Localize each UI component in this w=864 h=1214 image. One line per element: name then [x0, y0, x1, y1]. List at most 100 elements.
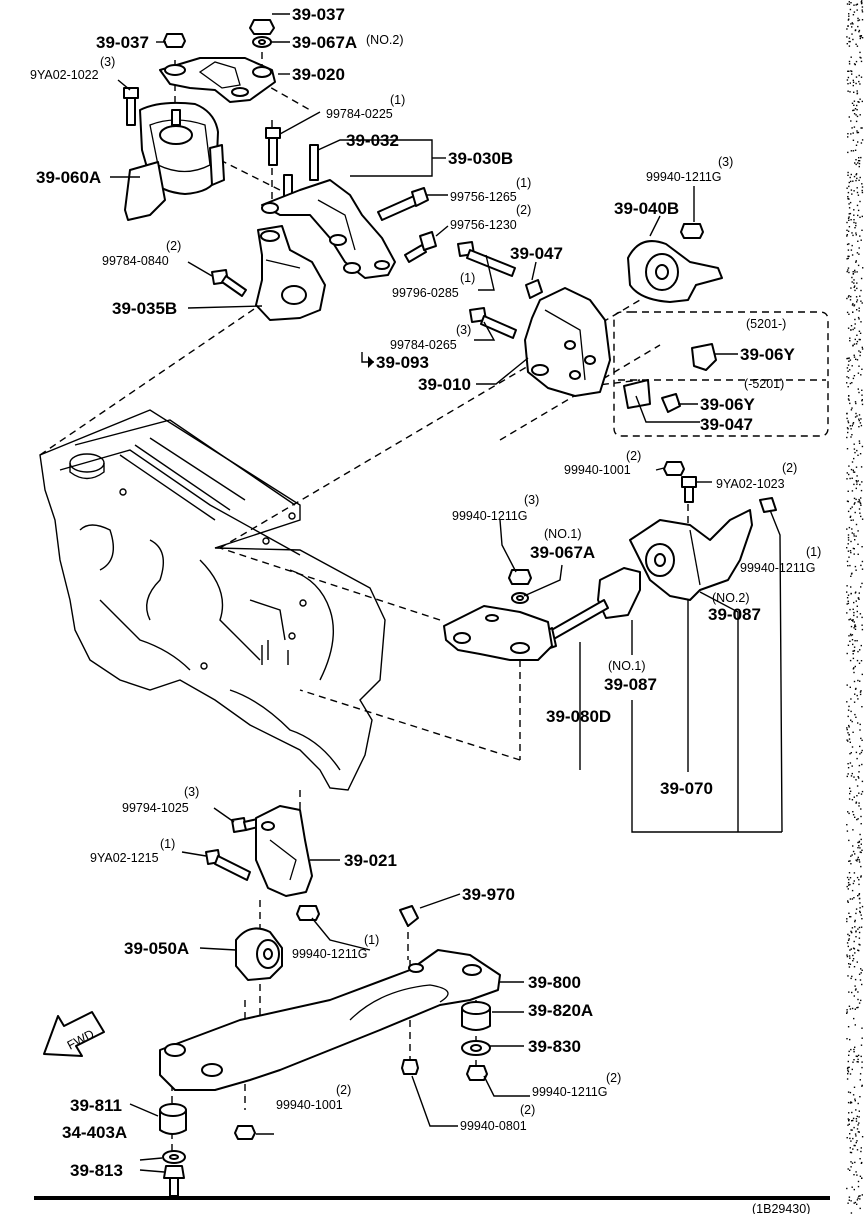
bracket-39-021: [255, 805, 313, 897]
label-99940-1001-b: 99940-1001: [276, 1098, 343, 1112]
engine-block-outline: [39, 409, 386, 791]
label-39-087-b: 39-087: [604, 675, 657, 694]
bolt-99784-0840-icon: [211, 269, 247, 297]
bolt-99756-1265-icon: [377, 187, 429, 221]
qty-99940-1001-b: (2): [336, 1083, 351, 1097]
crossmember-39-800: [159, 949, 501, 1091]
qty-99940-1211G-b: (3): [524, 493, 539, 507]
label-99940-1211G-b: 99940-1211G: [452, 509, 528, 523]
bolt-99940-1211G-c-icon: [759, 497, 777, 513]
bolt-9YA02-1215-icon: [205, 849, 251, 881]
variant-inset-box: [613, 311, 829, 437]
label-39-047-b: 39-047: [700, 415, 753, 434]
qty-99940-1211G-a: (3): [718, 155, 733, 169]
qty-99940-1211G-e: (2): [606, 1071, 621, 1085]
bracket-39-030B: [261, 179, 396, 279]
bolt-9YA02-1022-icon: [123, 87, 139, 126]
label-39-021: 39-021: [344, 851, 397, 870]
bracket-39-020: [159, 57, 276, 103]
bolt-99756-1230-icon: [404, 231, 437, 263]
label-99940-1211G-d: 99940-1211G: [292, 947, 368, 961]
bolt-99784-0265-icon: [469, 307, 517, 339]
label-99756-1230: 99756-1230: [450, 218, 517, 232]
nut-99940-1001-b-icon: [234, 1125, 256, 1140]
washer-39-067A-mid-icon: [511, 592, 529, 604]
label-99940-1211G-e: 99940-1211G: [532, 1085, 608, 1099]
label-39-020: 39-020: [292, 65, 345, 84]
label-39-811: 39-811: [70, 1096, 122, 1115]
label-99796-0285: 99796-0285: [392, 286, 459, 300]
bolt-9YA02-1023-icon: [681, 476, 697, 503]
mount-39-06Y-b-icon: [623, 379, 681, 413]
label-39-970: 39-970: [462, 885, 515, 904]
label-99940-1211G-a: 99940-1211G: [646, 170, 722, 184]
label-39-813: 39-813: [70, 1161, 123, 1180]
label-39-080D: 39-080D: [546, 707, 611, 726]
nut-39-037-left-icon: [163, 33, 186, 48]
label-99940-1211G-c: 99940-1211G: [740, 561, 816, 575]
label-9YA02-1215: 9YA02-1215: [90, 851, 159, 865]
nut-39-037-top-icon: [249, 19, 275, 35]
label-39-030B: 39-030B: [448, 149, 513, 168]
label-39-070: 39-070: [660, 779, 713, 798]
label-5201-before: (-5201): [744, 377, 784, 391]
mount-39-060A: [124, 101, 225, 221]
label-39-050A: 39-050A: [124, 939, 189, 958]
qty-99784-0225: (1): [390, 93, 405, 107]
washer-34-403A-icon: [162, 1150, 186, 1164]
clip-39-047-icon: [525, 279, 543, 299]
label-no1-b: (NO.1): [608, 659, 646, 673]
qty-99940-1211G-d: (1): [364, 933, 379, 947]
label-39-830: 39-830: [528, 1037, 581, 1056]
mount-39-070: [629, 509, 753, 601]
label-39-037-left: 39-037: [96, 33, 149, 52]
nut-99940-1211G-a-icon: [680, 223, 704, 239]
part-labels: 39-037 39-067A (NO.2) 39-037 (3) 9YA02-1…: [30, 5, 821, 1214]
nut-99940-0801-icon: [401, 1059, 419, 1075]
label-99756-1265: 99756-1265: [450, 190, 517, 204]
qty-99794-1025: (3): [184, 785, 199, 799]
label-no2-mid: (NO.2): [712, 591, 750, 605]
mount-39-06Y-a-icon: [691, 343, 717, 371]
bolt-99784-0225-icon: [265, 127, 281, 166]
qty-9YA02-1215: (1): [160, 837, 175, 851]
bracket-lower-mid: [443, 605, 553, 661]
qty-99940-1211G-c: (1): [806, 545, 821, 559]
label-39-093: 39-093: [376, 353, 429, 372]
washer-39-067A-top-icon: [252, 36, 272, 48]
clip-39-970-icon: [399, 905, 419, 927]
qty-99796-0285: (1): [460, 271, 475, 285]
label-39-037-top: 39-037: [292, 5, 345, 24]
label-39-820A: 39-820A: [528, 1001, 593, 1020]
bushing-39-811-icon: [159, 1103, 187, 1135]
bolt-39-813-icon: [163, 1165, 185, 1197]
label-39-032: 39-032: [346, 131, 399, 150]
qty-99784-0840: (2): [166, 239, 181, 253]
bracket-39-035B: [255, 225, 326, 321]
qty-99784-0265: (3): [456, 323, 471, 337]
label-39-087-a: 39-087: [708, 605, 761, 624]
mount-39-040B: [627, 240, 723, 303]
label-99940-0801: 99940-0801: [460, 1119, 527, 1133]
nut-99940-1001-a-icon: [663, 461, 685, 476]
label-39-040B: 39-040B: [614, 199, 679, 218]
qty-9YA02-1023: (2): [782, 461, 797, 475]
label-99784-0840: 99784-0840: [102, 254, 169, 268]
bushing-39-820A-icon: [461, 1001, 491, 1031]
label-39-067A-top: 39-067A: [292, 33, 357, 52]
label-99784-0265: 99784-0265: [390, 338, 457, 352]
bushing-39-830-icon: [461, 1040, 491, 1056]
label-39-060A: 39-060A: [36, 168, 101, 187]
label-34-403A: 34-403A: [62, 1123, 127, 1142]
nut-99940-1211G-d-icon: [296, 905, 320, 921]
qty-9YA02-1022: (3): [100, 55, 115, 69]
label-39-800: 39-800: [528, 973, 581, 992]
label-99784-0225: 99784-0225: [326, 107, 393, 121]
bracket-39-010: [524, 287, 611, 397]
qty-99756-1265: (1): [516, 176, 531, 190]
leader-lines: [110, 13, 783, 1173]
label-39-06Y-b: 39-06Y: [700, 395, 755, 414]
hatched-border: [846, 0, 864, 1214]
